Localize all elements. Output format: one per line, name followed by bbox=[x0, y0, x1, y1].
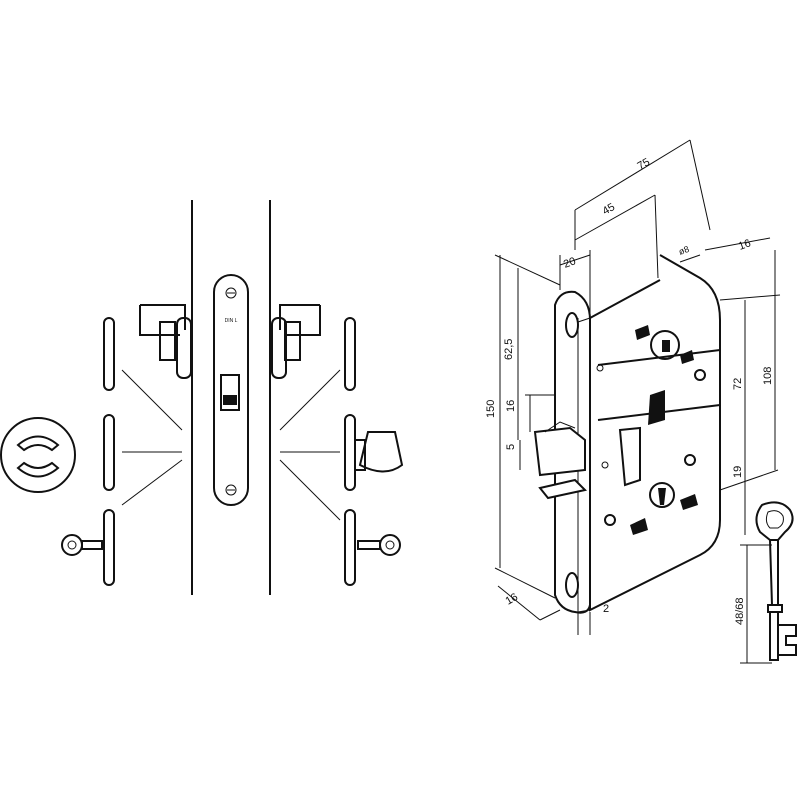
thumb-turn-icon bbox=[354, 431, 404, 473]
dim-16-left: 16 bbox=[505, 400, 517, 412]
key-right-icon bbox=[357, 534, 401, 556]
key-view: 48/68 bbox=[734, 501, 797, 664]
forend-screw-bottom bbox=[565, 572, 579, 598]
dim-2: 2 bbox=[603, 603, 609, 615]
faceplate-outline bbox=[213, 274, 249, 506]
left-assembly-view: DIN L bbox=[0, 200, 404, 595]
faceplate-screw-bottom bbox=[225, 484, 237, 496]
key-bow bbox=[755, 501, 794, 541]
key-length-label: 48/68 bbox=[734, 597, 746, 625]
dimension-lines bbox=[494, 139, 781, 635]
rosette-left-bottom bbox=[103, 509, 115, 586]
emergency-release-icon bbox=[0, 417, 76, 493]
latch-window bbox=[220, 374, 240, 411]
latch-bolt bbox=[223, 395, 237, 405]
rosette-left-middle bbox=[103, 414, 115, 491]
handle-left bbox=[139, 304, 192, 379]
rosette-right-middle bbox=[344, 414, 356, 491]
forend-screw-top bbox=[565, 312, 579, 338]
explode-lines bbox=[121, 369, 341, 521]
latch-bolt-3d bbox=[533, 426, 586, 477]
dim-108: 108 bbox=[762, 367, 774, 385]
cylinder-hole bbox=[630, 482, 698, 535]
lock-case-outline bbox=[589, 254, 721, 612]
lock-body-view: 75 45 20 ø8 16 62,5 150 16 5 72 108 19 1… bbox=[485, 139, 781, 635]
dim-72: 72 bbox=[732, 378, 744, 390]
forend-plate bbox=[554, 290, 591, 614]
dim-19: 19 bbox=[732, 466, 744, 478]
dim-62-5: 62,5 bbox=[503, 339, 515, 360]
dim-75: 75 bbox=[636, 156, 653, 173]
key-shank bbox=[769, 539, 779, 606]
dim-8: ø8 bbox=[677, 244, 690, 257]
dim-20: 20 bbox=[562, 255, 578, 270]
dim-16-bottom: 16 bbox=[504, 591, 521, 608]
dim-150: 150 bbox=[485, 400, 497, 418]
plate-marking: DIN L bbox=[225, 318, 238, 324]
rosette-left-top bbox=[103, 317, 115, 391]
handle-right bbox=[271, 304, 321, 379]
dim-45: 45 bbox=[601, 201, 618, 218]
dim-5: 5 bbox=[505, 444, 517, 450]
tumbler bbox=[648, 390, 665, 425]
rosette-right-bottom bbox=[344, 509, 356, 586]
dim-16-top: 16 bbox=[737, 237, 753, 252]
rosette-right-top bbox=[344, 317, 356, 391]
key-bit bbox=[778, 624, 797, 656]
center-faceplate: DIN L bbox=[213, 274, 249, 506]
key-left-icon bbox=[61, 534, 103, 556]
faceplate-screw-top bbox=[225, 287, 237, 299]
spindle-hole bbox=[635, 325, 694, 364]
dead-bolt-3d bbox=[538, 478, 588, 500]
